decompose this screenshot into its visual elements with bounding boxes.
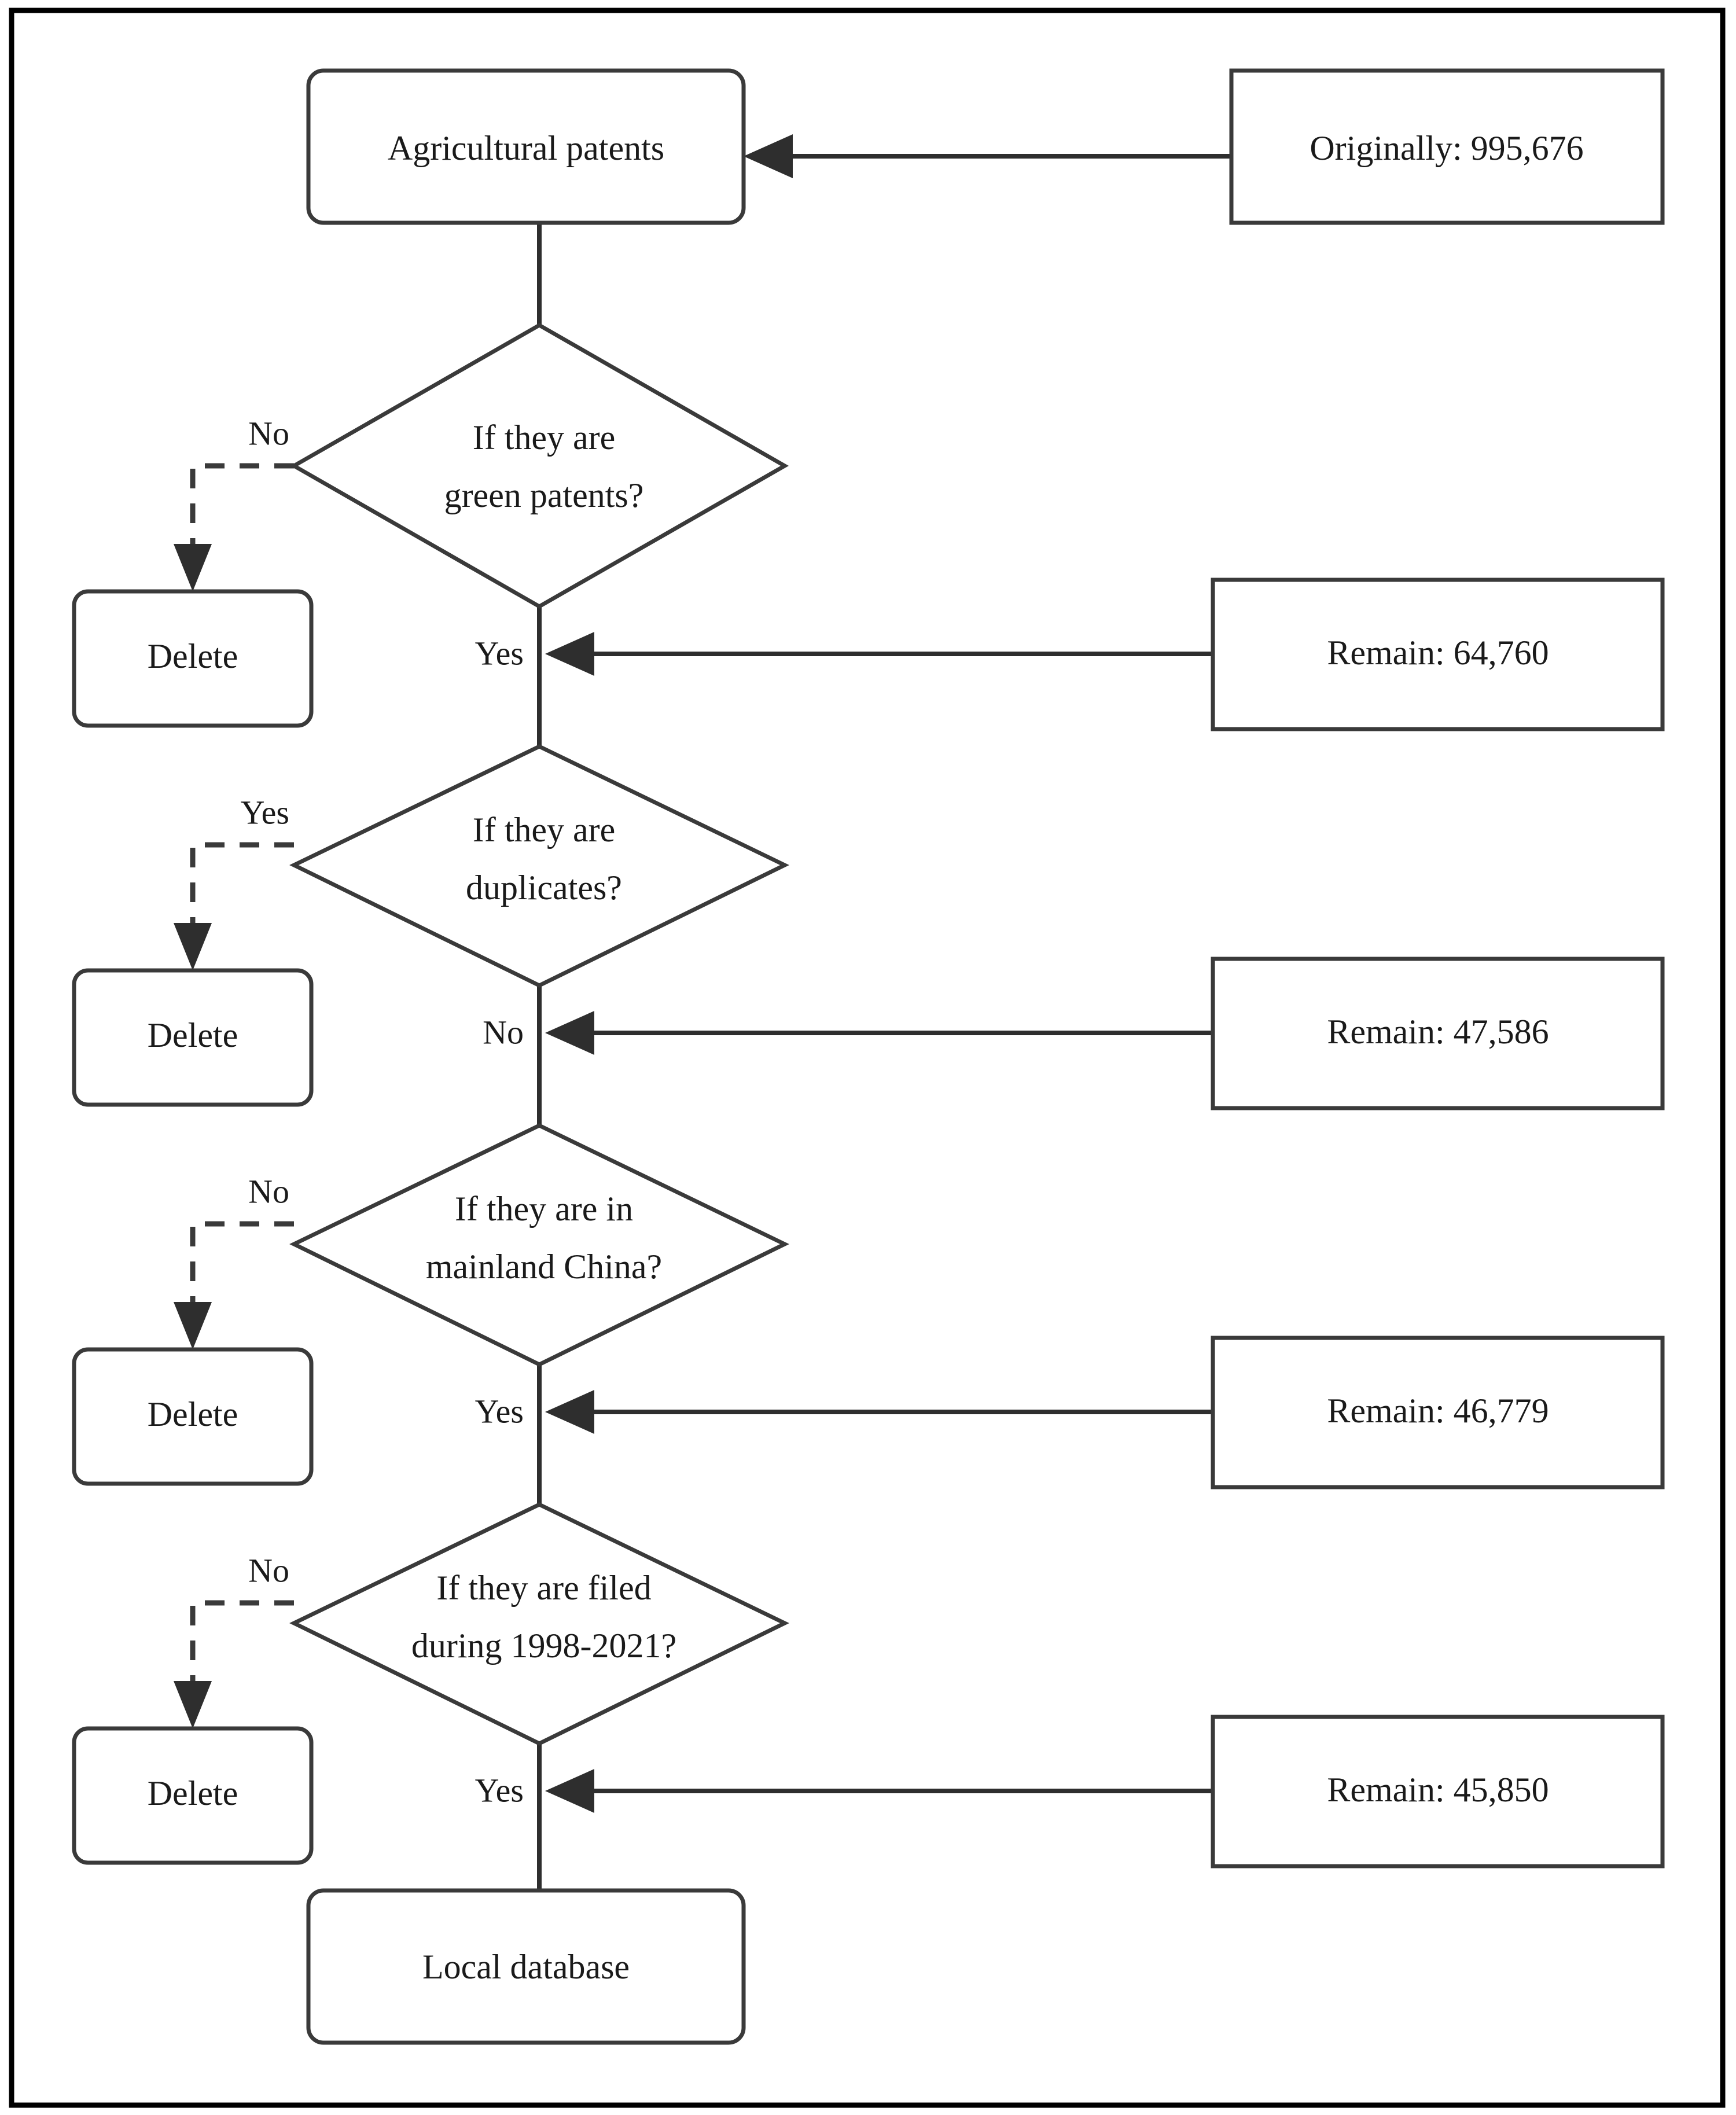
node-local-database-label: Local database <box>422 1948 630 1986</box>
arrowhead-delete1 <box>174 544 212 591</box>
node-decision-filed-years[interactable]: If they are filed during 1998-2021? <box>289 1502 789 1746</box>
node-local-database-shape <box>306 1888 746 2045</box>
edge-label-decision1-yes: Yes <box>475 634 524 672</box>
node-delete-3-shape <box>72 1347 314 1486</box>
arrowhead-remain3 <box>545 1390 594 1434</box>
arrowhead-delete3 <box>174 1302 212 1349</box>
node-remain-2-shape <box>1211 957 1665 1110</box>
node-remain-2[interactable]: Remain: 47,586 <box>1211 957 1665 1110</box>
node-remain-1-shape <box>1211 578 1665 731</box>
node-delete-4[interactable]: Delete <box>72 1726 314 1865</box>
node-decision-duplicates-label-line1: If they are <box>473 811 616 849</box>
edge-label-decision3-yes: Yes <box>475 1392 524 1430</box>
node-delete-4-shape <box>72 1726 314 1865</box>
node-remain-4-label: Remain: 45,850 <box>1327 1771 1549 1809</box>
node-delete-3-label: Delete <box>148 1395 238 1433</box>
node-decision-duplicates-label-line2: duplicates? <box>466 869 622 907</box>
arrowhead-remain1 <box>545 632 594 676</box>
node-remain-4[interactable]: Remain: 45,850 <box>1211 1715 1665 1868</box>
node-remain-4-shape <box>1211 1715 1665 1868</box>
node-decision-mainland-china[interactable]: If they are in mainland China? <box>289 1123 789 1367</box>
node-delete-3[interactable]: Delete <box>72 1347 314 1486</box>
node-remain-3-shape <box>1211 1336 1665 1489</box>
node-agricultural-patents[interactable]: Agricultural patents <box>306 68 746 225</box>
node-decision-green-patents-shape <box>289 322 789 609</box>
node-delete-4-label: Delete <box>148 1774 238 1812</box>
edge-label-decision3-no: No <box>248 1172 289 1210</box>
node-delete-2-shape <box>72 968 314 1107</box>
node-decision-filed-years-label-line1: If they are filed <box>436 1569 651 1607</box>
arrowhead-remain4 <box>545 1769 594 1813</box>
node-delete-1-shape <box>72 589 314 728</box>
node-delete-1-label: Delete <box>148 637 238 675</box>
node-remain-3[interactable]: Remain: 46,779 <box>1211 1336 1665 1489</box>
arrowhead-delete2 <box>174 923 212 970</box>
node-delete-2[interactable]: Delete <box>72 968 314 1107</box>
node-remain-3-label: Remain: 46,779 <box>1327 1392 1549 1430</box>
node-delete-1[interactable]: Delete <box>72 589 314 728</box>
edge-label-decision4-yes: Yes <box>475 1771 524 1809</box>
node-remain-1-label: Remain: 64,760 <box>1327 634 1549 672</box>
arrowhead-originally-to-start <box>744 134 793 178</box>
node-decision-duplicates-shape <box>289 744 789 988</box>
node-decision-filed-years-shape <box>289 1502 789 1746</box>
node-agricultural-patents-label: Agricultural patents <box>388 129 664 167</box>
node-decision-green-patents-label-line2: green patents? <box>444 476 644 514</box>
node-decision-mainland-china-label-line1: If they are in <box>455 1190 633 1228</box>
node-decision-mainland-china-label-line2: mainland China? <box>426 1248 662 1286</box>
node-remain-1[interactable]: Remain: 64,760 <box>1211 578 1665 731</box>
node-local-database[interactable]: Local database <box>306 1888 746 2045</box>
node-delete-2-label: Delete <box>148 1016 238 1054</box>
node-decision-green-patents[interactable]: If they are green patents? <box>289 322 789 609</box>
edge-label-decision1-no: No <box>248 414 289 452</box>
edge-label-decision2-yes: Yes <box>241 793 289 831</box>
node-agricultural-patents-shape <box>306 68 746 225</box>
edge-label-decision2-no: No <box>483 1013 524 1051</box>
arrowhead-remain2 <box>545 1011 594 1055</box>
node-originally-label: Originally: 995,676 <box>1310 129 1583 167</box>
node-decision-mainland-china-shape <box>289 1123 789 1367</box>
node-remain-2-label: Remain: 47,586 <box>1327 1013 1549 1051</box>
node-decision-duplicates[interactable]: If they are duplicates? <box>289 744 789 988</box>
outer-frame <box>9 8 1726 2108</box>
node-decision-filed-years-label-line2: during 1998-2021? <box>411 1627 676 1665</box>
node-originally-shape <box>1229 68 1665 225</box>
node-originally[interactable]: Originally: 995,676 <box>1229 68 1665 225</box>
node-decision-green-patents-label-line1: If they are <box>473 418 616 457</box>
edge-label-decision4-no: No <box>248 1551 289 1589</box>
arrowhead-delete4 <box>174 1681 212 1728</box>
